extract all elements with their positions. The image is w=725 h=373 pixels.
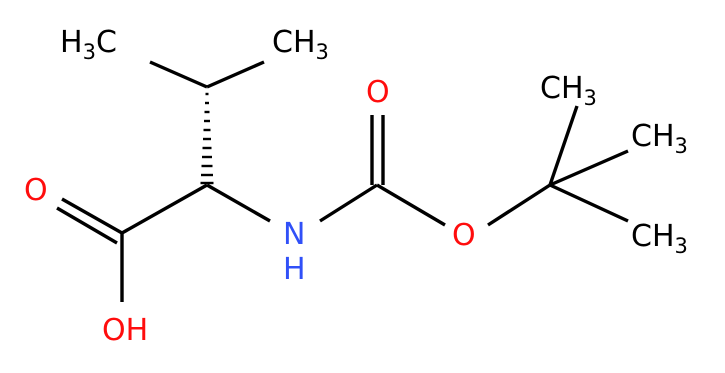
bond-tbutyl-to-methyl-mid <box>549 149 629 187</box>
atom-tbutyl-methyl-bottom: CH3 <box>631 219 688 258</box>
atom-ester-oxygen: O <box>452 218 476 253</box>
bond-carboxyl-double-a <box>61 197 123 235</box>
atom-methyl-right: CH3 <box>272 25 329 64</box>
bond-ch-to-methyl-right <box>206 60 265 89</box>
atom-amine-n: N <box>283 217 305 252</box>
atom-tbutyl-methyl-mid: CH3 <box>631 119 688 158</box>
bonds <box>56 60 629 302</box>
atom-carbonyl-oxygen-boc: O <box>366 75 390 110</box>
stereo-hashed-wedge <box>200 92 214 185</box>
bond-nitrogen-to-carbamate <box>319 183 378 223</box>
atom-tbutyl-methyl-top: CH3 <box>540 71 597 110</box>
bond-methyl-left-to-ch <box>149 60 208 89</box>
bond-alpha-to-carboxyl <box>121 183 208 235</box>
bond-alpha-to-nitrogen <box>206 183 271 223</box>
atom-carbonyl-oxygen-acid: O <box>24 173 48 208</box>
bond-carboxyl-double-b <box>56 206 118 245</box>
atom-methyl-left: H3C <box>60 25 117 64</box>
bond-carbamate-to-ester-o <box>376 183 446 227</box>
bond-tbutyl-to-methyl-bottom <box>549 183 629 223</box>
atom-amine-h: H <box>283 252 306 287</box>
bond-ester-o-to-tbutyl <box>487 183 551 227</box>
atom-hydroxyl: OH <box>102 313 148 348</box>
bond-tbutyl-to-methyl-top <box>548 105 579 186</box>
